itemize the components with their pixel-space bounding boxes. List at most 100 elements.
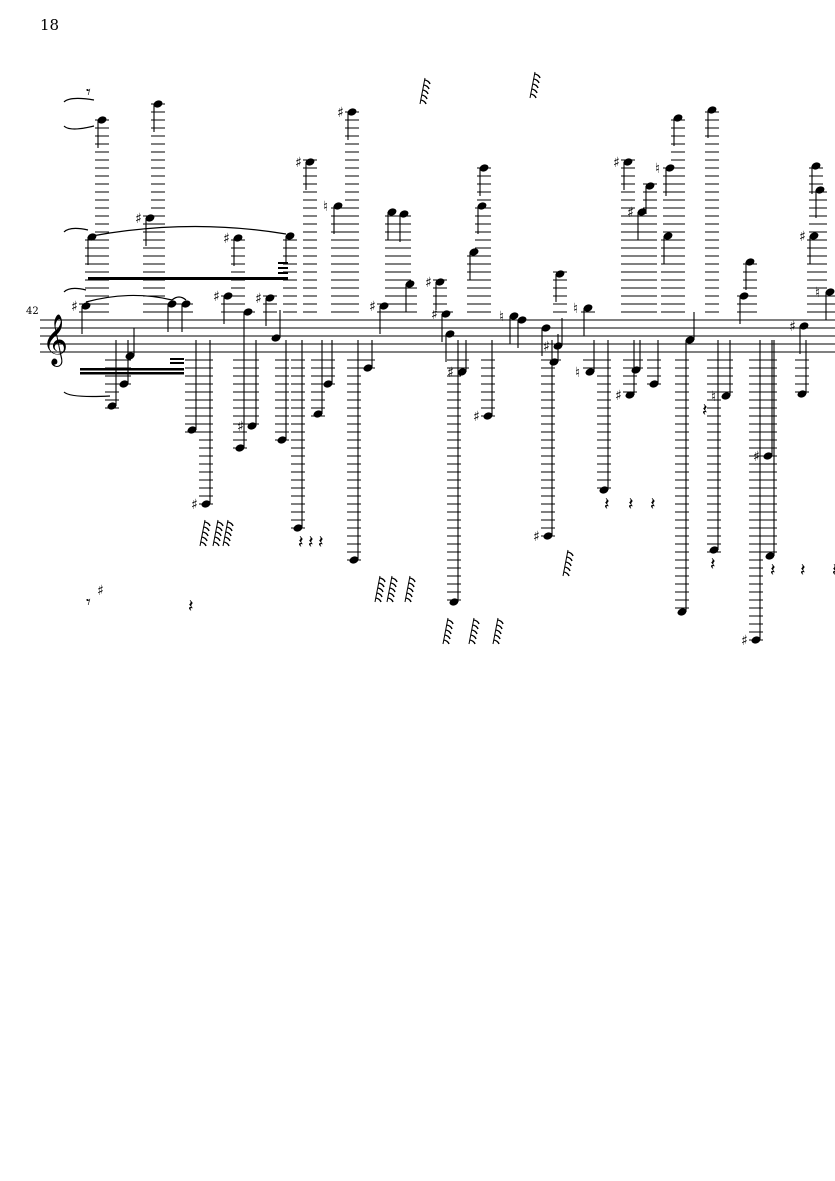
quarter-rest-icon: 𝄽 [800,560,806,581]
sharp-icon: ♯ [615,388,622,404]
flag [469,639,476,645]
natural-icon: ♮ [499,309,504,325]
note [165,300,179,332]
flag-cluster-icon [529,71,541,99]
note [705,106,719,313]
flag-cluster-icon [212,519,224,547]
notehead [765,552,775,560]
flag [445,629,452,635]
flag [202,531,209,537]
quarter-rest-icon: 𝄽 [308,532,314,553]
notehead [271,334,281,342]
beam [170,362,184,364]
notehead [181,300,191,308]
beam [278,262,288,264]
flag [375,597,382,603]
flag [391,577,398,583]
quarter-rest-icon: 𝄽 [318,532,324,553]
flag [409,577,416,583]
flag [473,619,480,625]
note [675,340,689,616]
note [321,340,335,388]
flag-cluster-icon [468,617,480,645]
flag-stem [199,519,206,547]
note: ♯ [473,340,495,425]
note [547,334,561,366]
notehead [405,280,415,288]
note [517,316,527,348]
notehead [543,532,553,540]
notehead [745,258,755,266]
page-number: 18 [40,16,60,34]
flag-cluster-icon [386,575,398,603]
flag [227,521,234,527]
flag-cluster-icon [199,519,211,547]
tie [85,294,173,303]
notehead [347,108,357,116]
note [541,324,551,356]
note: ♯ [431,307,453,342]
notehead [305,158,315,166]
notehead [119,380,129,388]
flag [213,541,220,547]
note [763,340,777,560]
note [813,186,827,313]
flag [564,566,571,572]
note [671,114,685,313]
flag-stem [492,617,499,645]
sharp-icon: ♯ [135,211,142,227]
notehead [541,324,551,332]
flag-cluster-icon [404,575,416,603]
notehead [441,310,451,318]
flag [530,93,537,99]
notehead [313,410,323,418]
flag-stem [404,575,411,603]
note [95,116,109,313]
tie [171,296,187,301]
note [397,210,411,313]
notehead [815,186,825,194]
flag [377,587,384,593]
note [597,340,611,494]
measure-number: 42 [26,306,39,317]
notehead [449,598,459,606]
notehead [187,426,197,434]
notehead [649,380,659,388]
flag [493,639,500,645]
note: ♯ [255,291,277,326]
sharp-icon: ♯ [369,299,376,315]
beam [80,372,184,375]
flag [226,526,233,532]
sharp-icon: ♯ [799,229,806,245]
notehead [585,368,595,376]
flag [566,556,573,562]
quarter-rest-icon: 𝄽 [832,560,835,581]
slur [63,287,87,293]
note: ♯ [295,155,317,313]
flag-stem [222,519,229,547]
note [233,340,247,452]
quarter-rest-icon: 𝄽 [628,494,634,515]
notehead [799,322,809,330]
flag [204,521,211,527]
flag [471,629,478,635]
note [403,280,417,313]
flag-cluster-icon [562,549,574,577]
note [685,312,695,344]
sharp-icon: ♯ [425,275,432,291]
flag [420,99,427,105]
sharp-icon: ♯ [447,365,454,381]
notehead [811,162,821,170]
flag [389,587,396,593]
flag-cluster-icon [419,77,431,105]
flag [406,592,413,598]
tie [91,225,287,237]
sharp-icon: ♯ [543,339,550,355]
note [241,308,255,340]
note [795,340,809,398]
flag [534,73,541,79]
natural-icon: ♮ [573,301,578,317]
flag [214,536,221,542]
note: ♮ [815,285,835,320]
note [125,328,135,360]
